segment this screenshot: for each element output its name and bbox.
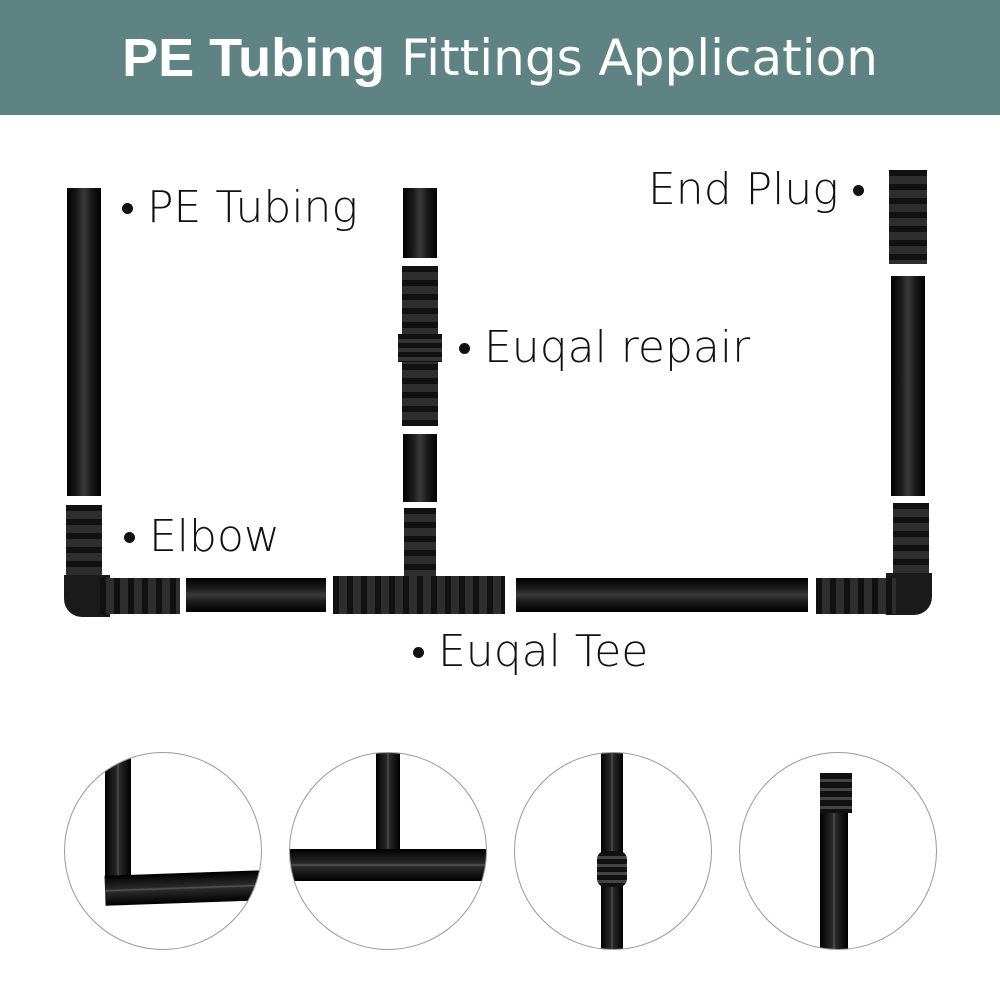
label-equal-repair: Euqal repair [459,326,750,370]
elbow-right-horizontal-barb [816,578,896,614]
bullet-icon [122,202,133,214]
detail-tube-horizontal [104,870,261,906]
title-bold: PE Tubing [122,27,386,88]
detail-tube-vertical [376,753,400,853]
pe-tubing-right-vertical [891,276,925,496]
label-end-plug: End Plug [648,168,864,212]
elbow-left-vertical-barb [66,505,102,585]
equal-tee-run [333,576,505,614]
end-plug-detail-circle [739,752,937,950]
detail-tube-vertical [105,753,131,883]
bullet-icon [852,184,864,196]
bullet-icon [459,342,470,354]
pe-tubing-middle-top [403,188,437,258]
title-regular: Fittings Application [401,28,878,87]
bullet-icon [413,646,424,658]
elbow-right-vertical-barb [893,503,929,583]
detail-tube-vertical [820,813,848,949]
label-text: End Plug [648,164,839,215]
detail-end-plug [820,773,852,813]
pe-tubing-middle-lower [403,434,437,502]
end-plug-fitting [889,170,927,264]
label-text: Euqal repair [484,322,751,373]
banner-header: PE Tubing Fittings Application [0,0,1000,115]
bullet-icon [124,531,135,543]
pe-tubing-left-vertical [67,188,101,496]
label-text: PE Tubing [147,182,358,233]
pe-tubing-bottom-left [186,578,326,612]
detail-repair-collar [597,851,627,887]
label-text: Euqal Tee [438,626,649,677]
elbow-left-horizontal-barb [100,578,180,614]
elbow-detail-circle [64,752,262,950]
tee-detail-circle [289,752,487,950]
equal-repair-collar [398,334,442,362]
pe-tubing-bottom-right [516,578,808,612]
equal-tee-branch [404,508,436,583]
repair-detail-circle [514,752,712,950]
label-text: Elbow [149,511,280,562]
label-elbow: Elbow [124,515,280,559]
label-equal-tee: Euqal Tee [413,630,648,674]
detail-tube-horizontal [290,849,486,881]
label-pe-tubing: PE Tubing [122,186,358,230]
